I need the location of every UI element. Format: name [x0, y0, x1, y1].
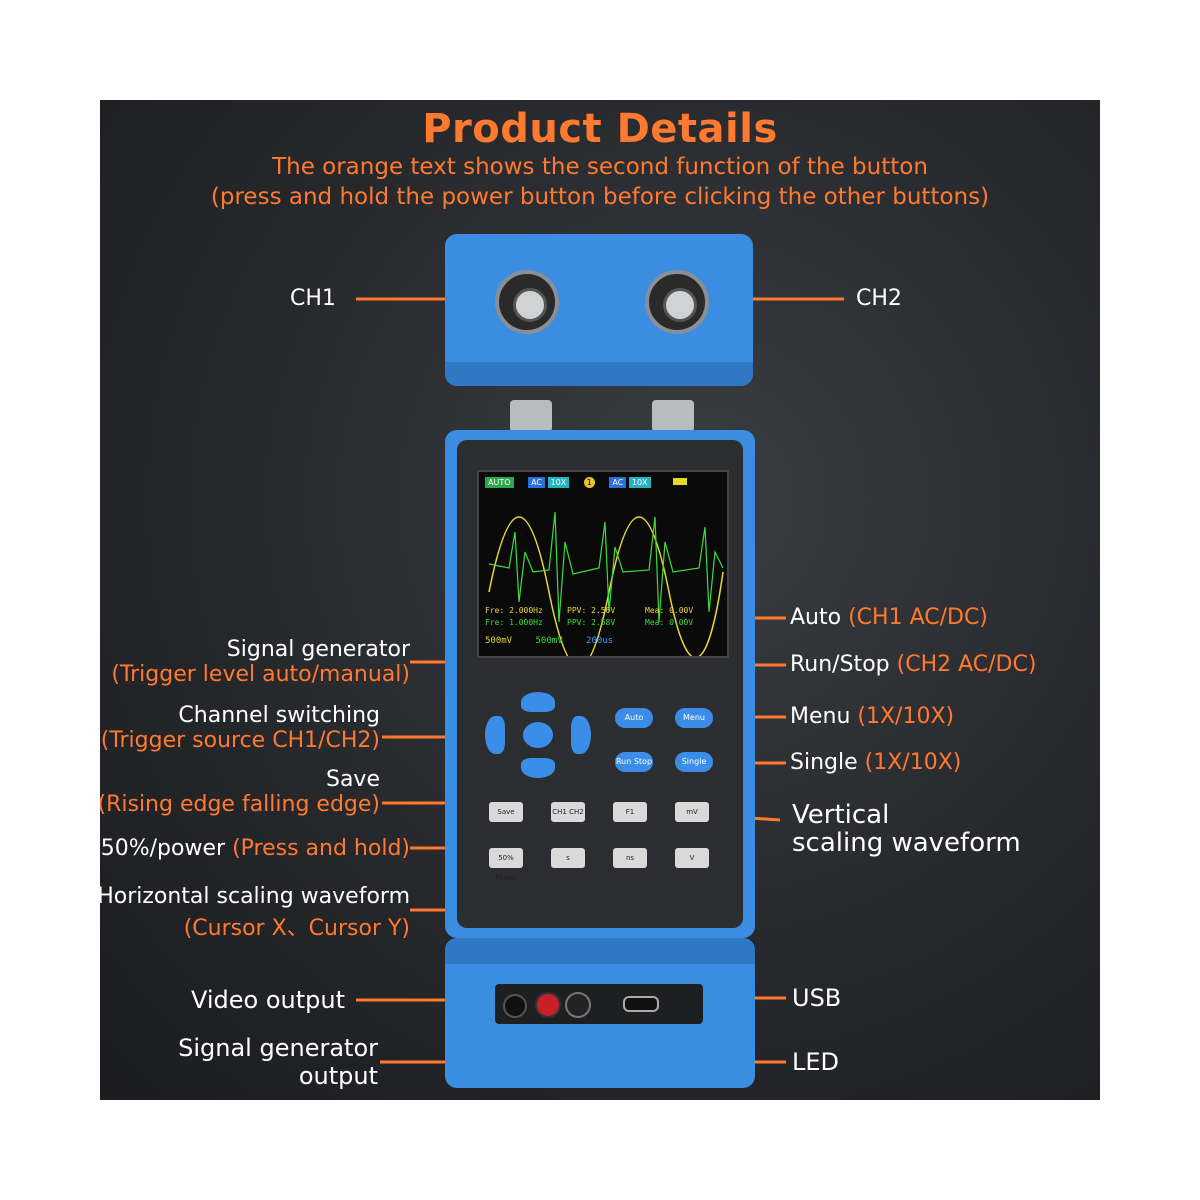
label-led: LED	[792, 1048, 840, 1076]
screen-badge-10x1: 10X	[547, 477, 570, 488]
device-bottom-view	[445, 938, 755, 1088]
ch2-scale: 500mV	[535, 636, 563, 646]
oscilloscope-screen: AUTO AC 10X 1 AC 10X Fre: 2.000Hz Fre: 1…	[477, 470, 729, 658]
mv-button[interactable]: mV	[675, 802, 709, 822]
usb-port	[623, 996, 659, 1012]
device-front: AUTO AC 10X 1 AC 10X Fre: 2.000Hz Fre: 1…	[445, 430, 755, 938]
label-signal-generator: Signal generator	[226, 637, 410, 662]
label-channel-switching: Channel switching	[178, 703, 380, 728]
screen-badge-ac1: AC	[528, 477, 545, 488]
single-button[interactable]: Single	[675, 752, 713, 772]
label-power-alt: (Press and hold)	[232, 836, 410, 861]
label-single-main: Single	[790, 750, 858, 775]
subtitle-line-1: The orange text shows the second functio…	[272, 154, 928, 180]
label-auto: Auto (CH1 AC/DC)	[790, 605, 988, 630]
run-stop-button[interactable]: Run Stop	[615, 752, 653, 772]
mea2-readout: Mea: 0.00V	[645, 618, 694, 627]
dpad-down-button[interactable]	[521, 758, 555, 778]
label-video-output: Video output	[190, 986, 345, 1014]
screen-scale-bar: 500mV 500mV 200us	[485, 636, 613, 646]
vpp2-readout: PPV: 2.58V	[567, 618, 616, 627]
freq1-readout: Fre: 2.000Hz	[485, 606, 543, 615]
waveform-plot	[488, 511, 724, 656]
label-power-main: 50%/power	[100, 836, 226, 861]
ch2-top-connector	[652, 400, 694, 432]
screen-badge-trigger: 1	[583, 477, 595, 488]
mea1-readout: Mea: 0.00V	[645, 606, 694, 615]
dpad-up-button[interactable]	[521, 692, 555, 712]
s-button[interactable]: s	[551, 848, 585, 868]
label-runstop: Run/Stop (CH2 AC/DC)	[790, 652, 1036, 677]
label-channel-switching-alt: (Trigger source CH1/CH2)	[100, 728, 380, 753]
screen-badge-ac2: AC	[609, 477, 627, 488]
ch1-top-connector	[510, 400, 552, 432]
device-bottom-edge	[445, 938, 755, 964]
dpad-center-button[interactable]	[523, 722, 553, 748]
vpp1-readout: PPV: 2.56V	[567, 606, 616, 615]
label-signal-generator-alt: (Trigger level auto/manual)	[111, 662, 410, 687]
ch2-bnc-connector	[645, 270, 709, 334]
page-title: Product Details	[422, 106, 778, 152]
screen-status-bar: AUTO AC 10X 1 AC 10X	[485, 477, 688, 488]
battery-icon	[673, 478, 688, 485]
video-output-port	[503, 994, 527, 1018]
device-top-view	[445, 234, 753, 386]
signal-generator-red-jack	[535, 992, 561, 1018]
power-button[interactable]: 50% Power	[489, 848, 523, 882]
channel-switch-button[interactable]: CH1 CH2	[551, 802, 585, 822]
label-horizontal: Horizontal scaling waveform	[100, 884, 410, 909]
screen-badge-auto: AUTO	[485, 477, 514, 488]
label-menu-alt: (1X/10X)	[857, 704, 955, 729]
freq2-readout: Fre: 1.000Hz	[485, 618, 543, 627]
label-menu-main: Menu	[790, 704, 851, 729]
dpad-left-button[interactable]	[485, 716, 505, 754]
label-horizontal-alt: (Cursor X、Cursor Y)	[183, 916, 410, 941]
signal-generator-black-jack	[565, 992, 591, 1018]
label-single: Single (1X/10X)	[790, 750, 961, 775]
ch1-label: CH1	[290, 286, 336, 311]
ch1-bnc-connector	[495, 270, 559, 334]
f1-button[interactable]: F1	[613, 802, 647, 822]
auto-button[interactable]: Auto	[615, 708, 653, 728]
label-save: Save	[325, 767, 380, 792]
time-scale: 200us	[586, 636, 614, 646]
label-siggen-output-line-2: output	[298, 1062, 378, 1090]
label-menu: Menu (1X/10X)	[790, 704, 954, 729]
ch2-label: CH2	[856, 286, 902, 311]
menu-button[interactable]: Menu	[675, 708, 713, 728]
ch1-scale: 500mV	[485, 636, 513, 646]
label-save-alt: (Rising edge falling edge)	[100, 792, 380, 817]
label-runstop-main: Run/Stop	[790, 652, 890, 677]
label-vertical-line-2: scaling waveform	[792, 828, 1021, 858]
label-runstop-alt: (CH2 AC/DC)	[896, 652, 1037, 677]
label-auto-main: Auto	[790, 605, 842, 630]
label-siggen-output-line-1: Signal generator	[178, 1034, 378, 1062]
label-vertical-line-1: Vertical	[792, 800, 890, 830]
screen-badge-10x2: 10X	[628, 477, 651, 488]
v-button[interactable]: V	[675, 848, 709, 868]
subtitle-line-2: (press and hold the power button before …	[210, 184, 990, 210]
device-top-edge	[445, 362, 753, 386]
label-single-alt: (1X/10X)	[864, 750, 962, 775]
bottom-port-panel	[495, 984, 703, 1024]
label-auto-alt: (CH1 AC/DC)	[848, 605, 988, 630]
device-face: AUTO AC 10X 1 AC 10X Fre: 2.000Hz Fre: 1…	[457, 440, 743, 928]
save-button[interactable]: Save	[489, 802, 523, 822]
label-power: 50%/power (Press and hold)	[101, 836, 410, 861]
label-usb: USB	[792, 984, 842, 1012]
dpad-right-button[interactable]	[571, 716, 591, 754]
ns-button[interactable]: ns	[613, 848, 647, 868]
product-details-panel: Product Details The orange text shows th…	[100, 100, 1100, 1100]
